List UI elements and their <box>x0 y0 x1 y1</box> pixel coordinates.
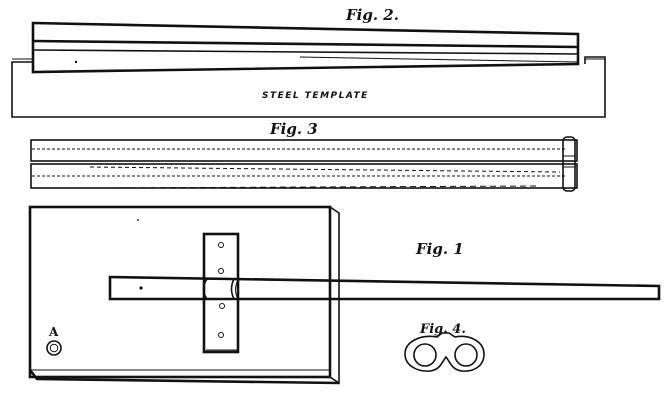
base-board-top <box>28 205 332 379</box>
rod-pin-hole <box>139 286 143 290</box>
figure-4: Fig. 4. <box>404 322 485 372</box>
bar-edge-line-2 <box>32 49 579 55</box>
screw-hole-3 <box>219 303 225 309</box>
tapered-bar <box>31 21 580 74</box>
point-a-label: A <box>48 325 59 339</box>
screw-hole-4 <box>218 332 224 338</box>
fig3-end-clamp <box>562 136 576 192</box>
hinge-knuckle <box>202 278 236 300</box>
bar-mark-dot <box>74 60 78 64</box>
long-rod <box>108 275 661 301</box>
left-ring-hole <box>413 343 437 367</box>
fig3-upper-bar <box>30 139 578 162</box>
steel-template-label: STEEL TEMPLATE <box>262 91 369 101</box>
figure-1: Fig. 1 A <box>28 205 661 385</box>
hinge-knuckle-edge <box>235 279 239 300</box>
fig1-label: Fig. 1 <box>415 240 464 258</box>
screw-hole-1 <box>218 242 224 248</box>
fig3-lower-bar <box>30 163 578 189</box>
point-a-inner-ring <box>49 343 59 353</box>
base-board-right-side <box>329 206 340 385</box>
figure-3: Fig. 3 <box>30 120 578 192</box>
fig3-label: Fig. 3 <box>269 120 318 138</box>
bar-taper-line <box>299 56 579 63</box>
point-a-outer-ring <box>46 340 62 356</box>
fig4-label: Fig. 4. <box>419 322 466 337</box>
screw-hole-2 <box>218 268 224 274</box>
double-ring-outer <box>404 332 485 372</box>
steel-template-outline <box>11 56 606 118</box>
bar-edge-line-1 <box>32 39 579 49</box>
fig3-lower-shadow <box>99 185 541 189</box>
fig2-label: Fig. 2. <box>345 6 399 24</box>
board-mark <box>137 219 139 221</box>
right-ring-hole <box>454 343 478 367</box>
figure-2: Fig. 2. STEEL TEMPLATE <box>11 6 606 118</box>
clamp-plate <box>202 232 240 354</box>
fig3-lower-hatch <box>89 166 561 173</box>
base-board-front-edge <box>28 369 340 385</box>
